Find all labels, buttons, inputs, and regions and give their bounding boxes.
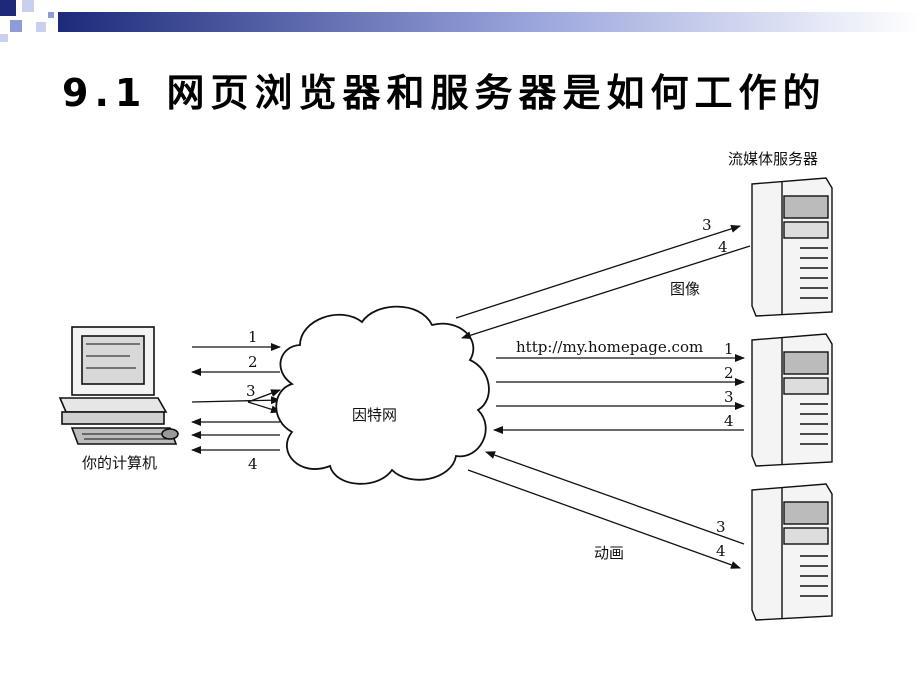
url-label: http://my.homepage.com (516, 338, 703, 356)
mid-step-3: 3 (724, 388, 734, 406)
arrow-top-3 (455, 224, 741, 319)
arrow-left-3 (191, 396, 281, 405)
internet-cloud (275, 305, 490, 485)
left-step-1: 1 (248, 328, 258, 346)
arrow-bottom-3 (485, 451, 745, 545)
image-label: 图像 (670, 280, 700, 298)
left-step-3: 3 (246, 382, 256, 400)
streaming-server-label: 流媒体服务器 (728, 150, 818, 168)
internet-label: 因特网 (352, 406, 397, 424)
mid-step-1: 1 (724, 340, 734, 358)
arrow-bottom-4 (467, 469, 741, 569)
bottom-step-4: 4 (716, 542, 726, 560)
header-decoration (0, 0, 920, 42)
corner-square-dark (0, 0, 16, 16)
left-step-4: 4 (248, 455, 258, 473)
server-icon-bottom (751, 483, 833, 621)
header-gradient-bar (58, 12, 920, 32)
mid-step-4: 4 (724, 412, 734, 430)
computer-label: 你的计算机 (82, 454, 157, 472)
server-icon-middle (751, 333, 833, 467)
arrow-left-3b (247, 401, 281, 414)
mid-step-2: 2 (724, 364, 734, 382)
top-step-4: 4 (718, 238, 728, 256)
server-icon-top (751, 177, 833, 317)
bottom-step-3: 3 (716, 518, 726, 536)
animation-label: 动画 (594, 544, 624, 562)
arrow-left-3a (247, 389, 281, 403)
top-step-3: 3 (702, 216, 712, 234)
computer-icon (58, 326, 179, 445)
slide-title: 9.1 网页浏览器和服务器是如何工作的 (62, 71, 827, 115)
arrow-top-4 (461, 245, 751, 340)
left-step-2: 2 (248, 353, 258, 371)
